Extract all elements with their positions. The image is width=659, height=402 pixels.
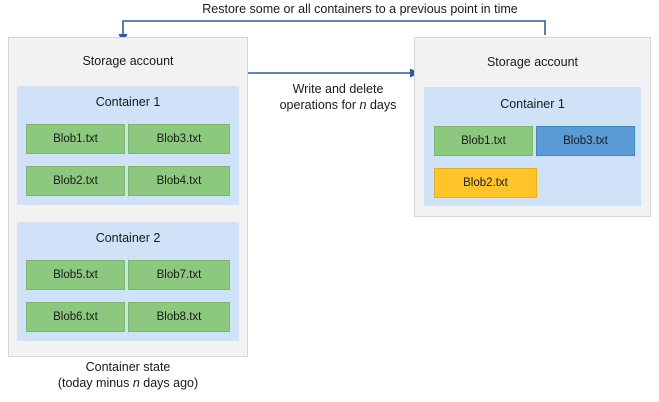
- left-container-2-title: Container 2: [95, 231, 161, 245]
- container-state-caption-line2: (today minus n days ago): [57, 376, 199, 390]
- left-container-1-blob-4: Blob4.txt: [128, 166, 230, 196]
- right-container-1-title: Container 1: [500, 97, 565, 111]
- write-delete-label-line2: operations for n days: [279, 98, 397, 112]
- container-state-caption-line1: Container state: [85, 360, 171, 374]
- right-storage-account-title: Storage account: [486, 55, 579, 69]
- write-delete-label: Write and delete operations for n days: [258, 81, 418, 113]
- left-container-2-blob-6: Blob6.txt: [26, 302, 125, 332]
- left-container-2-blob-7: Blob7.txt: [128, 260, 230, 290]
- right-container-1-blob-1: Blob1.txt: [434, 126, 533, 156]
- right-container-1-blob-2: Blob2.txt: [434, 168, 537, 198]
- container-state-caption: Container state (today minus n days ago): [8, 359, 248, 391]
- right-container-1-blob-3: Blob3.txt: [536, 126, 635, 156]
- left-container-1-blob-1: Blob1.txt: [26, 124, 125, 154]
- restore-arrow-label: Restore some or all containers to a prev…: [202, 2, 518, 16]
- left-container-2-blob-5: Blob5.txt: [26, 260, 125, 290]
- left-container-1-blob-3: Blob3.txt: [128, 124, 230, 154]
- left-container-2-blob-8: Blob8.txt: [128, 302, 230, 332]
- left-storage-account-title: Storage account: [82, 54, 174, 68]
- write-delete-label-line1: Write and delete: [292, 82, 384, 96]
- left-container-1-blob-2: Blob2.txt: [26, 166, 125, 196]
- left-container-1-title: Container 1: [95, 95, 161, 109]
